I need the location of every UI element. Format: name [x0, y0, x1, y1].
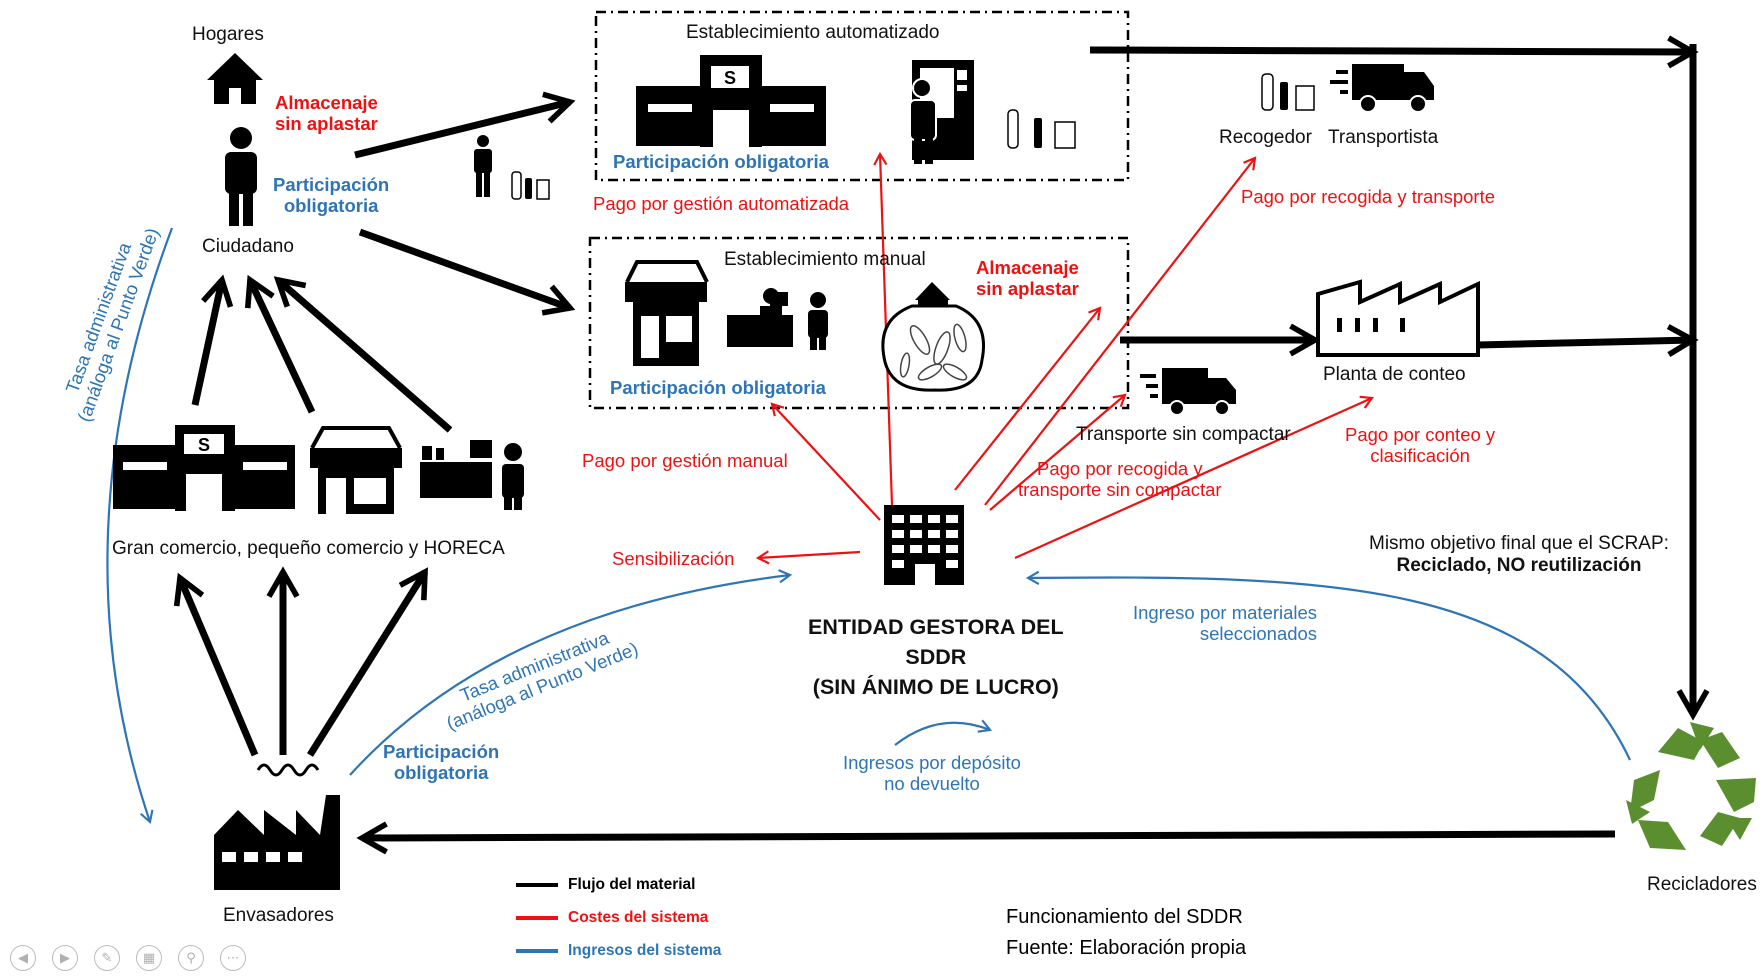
shop-icon — [625, 260, 709, 366]
person-bottles-icon — [474, 135, 550, 200]
sack-icon — [881, 282, 985, 392]
label-recicladores: Recicladores — [1647, 874, 1757, 895]
small-shop-icon — [310, 426, 402, 514]
flow-pequeno-ciudadano — [244, 274, 316, 414]
legend-lines — [516, 883, 558, 953]
label-part-manual: Participación obligatoria — [610, 377, 826, 398]
flow-ciudadano-auto — [354, 91, 576, 159]
income-arrows — [106, 227, 1631, 825]
cost-recogida — [984, 156, 1257, 506]
previous-slide-icon[interactable]: ◀ — [10, 945, 36, 971]
est-auto-box — [594, 10, 1130, 182]
flow-planta-recicladores — [1477, 324, 1699, 357]
label-pago-auto: Pago por gestión automatizada — [593, 193, 850, 214]
label-ciudadano: Ciudadano — [202, 236, 294, 257]
label-planta: Planta de conteo — [1323, 364, 1466, 385]
bottling-factory-icon — [214, 763, 340, 890]
label-pago-manual: Pago por gestión manual — [582, 450, 788, 471]
income-materiales — [1025, 570, 1631, 761]
label-part-auto: Participación obligatoria — [613, 151, 829, 172]
more-options-icon[interactable]: ⋯ — [220, 945, 246, 971]
transport-truck-icon — [1140, 368, 1236, 416]
house-icon — [207, 53, 263, 104]
flow-env-gran — [173, 572, 259, 757]
truck-icon — [1330, 64, 1434, 113]
cost-arrows — [755, 151, 1374, 565]
flow-gran-ciudadano — [191, 274, 234, 406]
horeca-icon — [420, 440, 524, 510]
flow-horeca-ciudadano — [273, 276, 453, 433]
supermarket-large-icon: S — [113, 425, 295, 511]
collector-bottles-icon — [1261, 73, 1315, 111]
cost-transporte — [989, 393, 1127, 511]
legend-label-material: Flujo del material — [568, 876, 696, 893]
label-hogares: Hogares — [192, 24, 264, 45]
legend-label-ingresos: Ingresos del sistema — [568, 942, 722, 959]
recycle-icon — [1626, 722, 1756, 850]
label-envasadores: Envasadores — [223, 905, 334, 926]
flow-recicladores-envasadores — [356, 821, 1616, 855]
flow-auto-recicladores — [1089, 35, 1699, 69]
label-est-auto: Establecimiento automatizado — [686, 22, 940, 43]
supermarket-icon: S — [636, 55, 826, 147]
vending-machine-icon — [909, 60, 1076, 164]
label-comercio: Gran comercio, pequeño comercio y HORECA — [112, 538, 505, 559]
factory-icon — [1316, 279, 1480, 357]
cost-conteo — [1014, 395, 1374, 560]
label-objetivo: Mismo objetivo final que el SCRAP:Recicl… — [1369, 533, 1669, 576]
slide-sorter-icon[interactable]: ▦ — [136, 945, 162, 971]
building-icon — [884, 505, 964, 585]
cost-almacenaje — [954, 306, 1102, 491]
zoom-icon[interactable]: ⚲ — [178, 945, 204, 971]
flow-env-horeca — [307, 567, 429, 757]
label-sensibilizacion: Sensibilización — [612, 548, 735, 569]
person-icon — [225, 127, 257, 226]
label-transportista: Transportista — [1328, 127, 1439, 148]
cost-sensibilizacion — [755, 550, 861, 565]
income-tasa-mid — [349, 569, 793, 776]
shop-letter-2: S — [198, 435, 210, 455]
next-slide-icon[interactable]: ▶ — [52, 945, 78, 971]
caption-title: Funcionamiento del SDDR — [1006, 906, 1243, 928]
income-deposito — [894, 719, 993, 746]
caption-source: Fuente: Elaboración propia — [1006, 937, 1247, 959]
cost-manual — [770, 402, 881, 521]
label-pago-recogida: Pago por recogida y transporte — [1241, 186, 1496, 207]
material-flow-arrows — [173, 35, 1710, 855]
shop-letter: S — [724, 68, 736, 88]
legend-label-costes: Costes del sistema — [568, 909, 709, 926]
label-est-manual: Establecimiento manual — [724, 249, 926, 270]
label-transporte-sin: Transporte sin compactar — [1076, 424, 1291, 445]
cashier-icon — [727, 288, 828, 350]
income-tasa-left — [106, 227, 174, 825]
flow-ciudadano-manual — [358, 228, 576, 316]
label-recogedor: Recogedor — [1219, 127, 1312, 148]
pen-icon[interactable]: ✎ — [94, 945, 120, 971]
